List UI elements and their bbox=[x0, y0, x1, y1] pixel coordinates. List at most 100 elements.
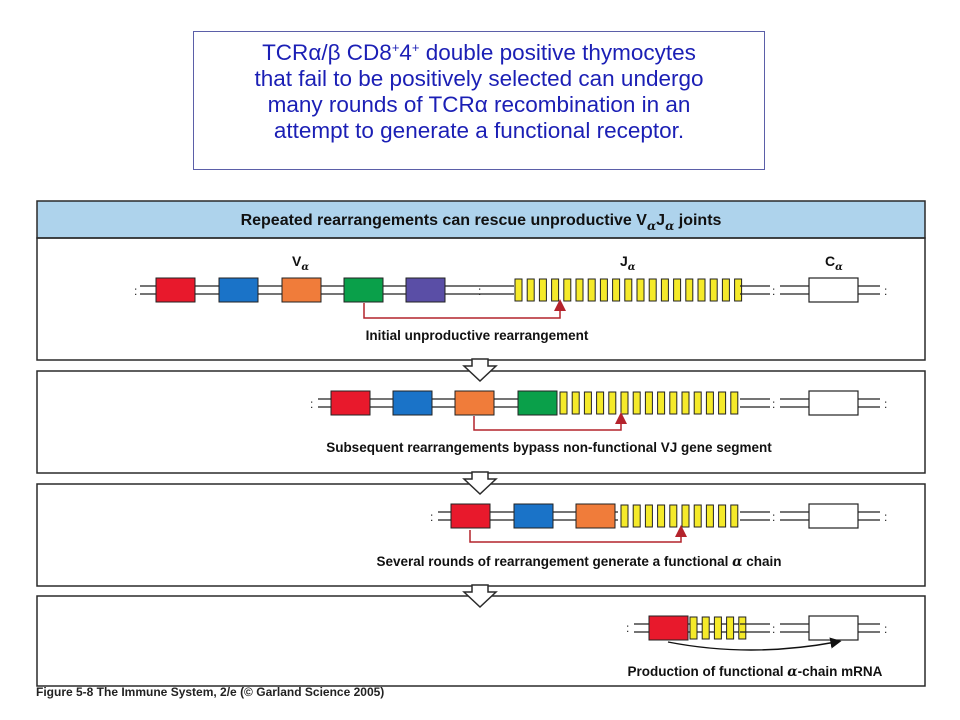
break-icon: : bbox=[884, 397, 887, 411]
j-gene-segment bbox=[636, 278, 645, 302]
j-gene-segment bbox=[689, 616, 698, 640]
beta-symbol: β bbox=[327, 40, 341, 65]
v-gene-green bbox=[517, 390, 558, 416]
break-icon: : bbox=[310, 397, 313, 411]
j-gene-segment bbox=[596, 391, 605, 415]
j-gene-segment bbox=[526, 278, 535, 302]
panel-4-locus: : : : Production of functional α-chain m… bbox=[626, 615, 887, 680]
panel-3-locus: : : : Several rounds of rearrangement ge… bbox=[376, 503, 887, 570]
j-gene-segment bbox=[648, 278, 657, 302]
rearrangement-arrow bbox=[473, 412, 627, 431]
c-gene bbox=[808, 503, 859, 529]
v-segment-label: Vα bbox=[292, 253, 309, 273]
v-gene-purple bbox=[405, 277, 446, 303]
break-icon: : bbox=[772, 510, 775, 524]
j-gene-segment bbox=[734, 278, 743, 302]
c-gene bbox=[808, 615, 859, 641]
c-gene bbox=[808, 390, 859, 416]
j-gene-segment bbox=[559, 391, 568, 415]
down-arrow-icon bbox=[462, 584, 498, 609]
j-gene-segment bbox=[538, 278, 547, 302]
v-gene-red bbox=[648, 615, 689, 641]
caption-text: recombination in an bbox=[487, 92, 691, 117]
break-icon: : bbox=[626, 621, 629, 635]
j-gene-segment bbox=[583, 391, 592, 415]
j-gene-segment bbox=[587, 278, 596, 302]
j-gene-segment bbox=[713, 616, 722, 640]
figure-header bbox=[36, 200, 926, 239]
v-gene-blue bbox=[392, 390, 433, 416]
splicing-arrow bbox=[667, 637, 842, 651]
break-icon: : bbox=[134, 284, 137, 298]
j-gene-segment bbox=[718, 504, 727, 528]
j-gene-segment bbox=[718, 391, 727, 415]
j-gene-segment bbox=[681, 391, 690, 415]
j-gene-segment bbox=[730, 504, 739, 528]
caption-line-4: attempt to generate a functional recepto… bbox=[273, 118, 685, 143]
panel-2-label: Subsequent rearrangements bypass non-fun… bbox=[326, 440, 772, 455]
j-segment-label: Jα bbox=[620, 253, 636, 273]
caption-text: 4 bbox=[399, 40, 412, 65]
j-gene-segment bbox=[709, 278, 718, 302]
j-gene-segment bbox=[693, 391, 702, 415]
j-gene-segment bbox=[660, 278, 669, 302]
j-gene-segment bbox=[551, 278, 560, 302]
j-gene-segment bbox=[697, 278, 706, 302]
j-gene-segment bbox=[681, 504, 690, 528]
alpha-symbol: α bbox=[474, 92, 488, 117]
v-gene-green bbox=[343, 277, 384, 303]
caption-text: / bbox=[321, 40, 328, 65]
j-gene-segment bbox=[657, 391, 666, 415]
j-gene-cluster bbox=[689, 616, 747, 640]
panel-4-label: Production of functional α-chain mRNA bbox=[628, 664, 883, 680]
c-gene bbox=[808, 277, 859, 303]
caption-text: double positive thymocytes bbox=[419, 40, 696, 65]
j-gene-segment bbox=[669, 504, 678, 528]
down-arrow-icon bbox=[462, 358, 498, 383]
j-gene-segment bbox=[608, 391, 617, 415]
v-gene-blue bbox=[513, 503, 554, 529]
j-gene-segment bbox=[701, 616, 710, 640]
j-gene-segment bbox=[632, 504, 641, 528]
j-gene-segment bbox=[685, 278, 694, 302]
caption-line-1: TCRα/β CD8+4+ double positive thymocytes bbox=[194, 40, 764, 66]
j-gene-segment bbox=[738, 616, 747, 640]
panel-2 bbox=[36, 370, 926, 474]
j-gene-cluster bbox=[559, 391, 739, 415]
v-gene-red bbox=[450, 503, 491, 529]
break-icon: : bbox=[772, 622, 775, 636]
caption-line-2: that fail to be positively selected can … bbox=[254, 66, 704, 91]
break-icon: : bbox=[772, 397, 775, 411]
break-icon: : bbox=[430, 510, 433, 524]
j-gene-segment bbox=[644, 391, 653, 415]
j-gene-segment bbox=[575, 278, 584, 302]
caption-line-3: many rounds of TCRα recombination in an bbox=[194, 92, 764, 118]
v-gene-orange bbox=[454, 390, 495, 416]
j-gene-segment bbox=[624, 278, 633, 302]
j-gene-cluster bbox=[620, 504, 739, 528]
panel-3 bbox=[36, 483, 926, 587]
j-gene-segment bbox=[657, 504, 666, 528]
j-gene-segment bbox=[705, 504, 714, 528]
j-gene-segment bbox=[632, 391, 641, 415]
superscript-plus: + bbox=[391, 40, 400, 55]
c-segment-label: Cα bbox=[825, 253, 843, 273]
j-gene-segment bbox=[726, 616, 735, 640]
break-icon: : bbox=[478, 284, 481, 298]
superscript-plus: + bbox=[411, 40, 420, 55]
break-icon: : bbox=[772, 284, 775, 298]
caption-box: TCRα/β CD8+4+ double positive thymocytes… bbox=[193, 31, 765, 170]
rearrangement-arrow bbox=[363, 299, 566, 319]
j-gene-segment bbox=[599, 278, 608, 302]
j-gene-segment bbox=[693, 504, 702, 528]
v-gene-blue bbox=[218, 277, 259, 303]
j-gene-segment bbox=[571, 391, 580, 415]
j-gene-segment bbox=[620, 391, 629, 415]
j-gene-segment bbox=[620, 504, 629, 528]
break-icon: : bbox=[884, 510, 887, 524]
rearrangement-arrow bbox=[469, 525, 687, 543]
panel-3-label: Several rounds of rearrangement generate… bbox=[376, 554, 781, 570]
panel-2-locus: : : : Subsequent rearrangements bypass n… bbox=[310, 390, 887, 455]
j-gene-segment bbox=[514, 278, 523, 302]
j-gene-segment bbox=[721, 278, 730, 302]
